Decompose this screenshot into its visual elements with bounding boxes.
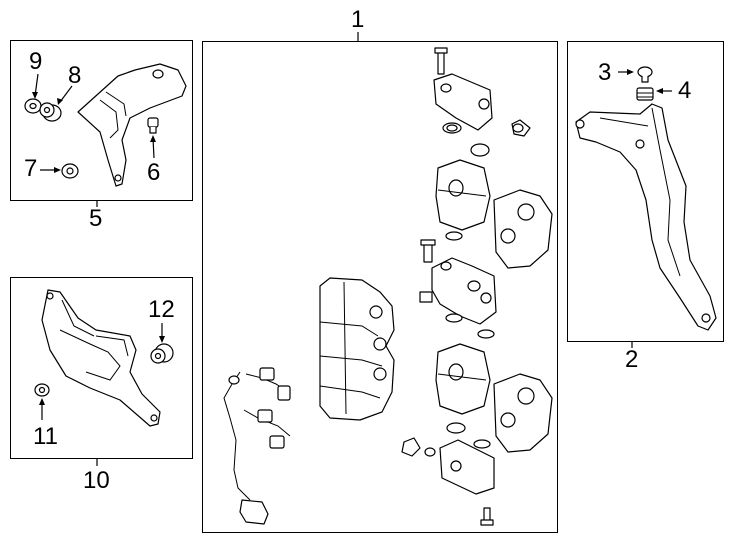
group-box-1 [202, 41, 558, 533]
part-12-grommet [150, 343, 174, 364]
callout-5: 5 [89, 205, 103, 232]
callout-7: 7 [24, 155, 38, 182]
callout-10: 10 [83, 467, 110, 494]
callout-3: 3 [598, 59, 612, 86]
bracket-5-drawing [77, 63, 187, 187]
bracket-2-drawing [575, 103, 717, 331]
part-7-screw [61, 163, 79, 179]
callout-12: 12 [148, 296, 175, 323]
callout-8: 8 [68, 62, 82, 89]
part-11-screw [34, 383, 50, 397]
main-assembly-drawing [223, 47, 553, 526]
bracket-10-drawing [41, 289, 161, 427]
part-8-grommet [39, 102, 62, 122]
part-4-nut [636, 87, 654, 101]
part-3-bolt [637, 66, 653, 83]
callout-2: 2 [625, 346, 639, 373]
part-6-bolt [147, 117, 159, 134]
callout-6: 6 [147, 159, 161, 186]
callout-1: 1 [351, 6, 365, 33]
callout-9: 9 [29, 48, 43, 75]
callout-4: 4 [678, 77, 692, 104]
callout-11: 11 [33, 423, 58, 450]
part-9-washer [24, 98, 42, 114]
